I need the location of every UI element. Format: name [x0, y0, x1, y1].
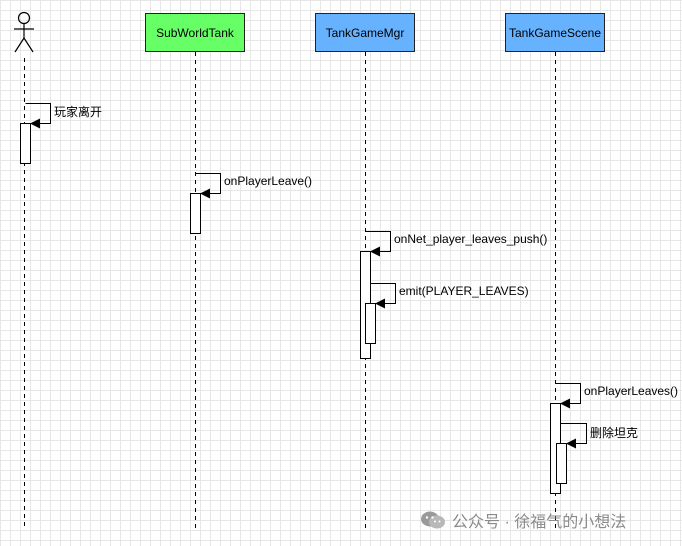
lifeline-box-tankgamemgr: TankGameMgr — [315, 13, 415, 52]
lifeline-box-subworldtank: SubWorldTank — [145, 13, 245, 52]
activation-actor — [20, 123, 31, 164]
message-label-3: onNet_player_leaves_push() — [394, 232, 548, 246]
message-arrow-1 — [25, 103, 51, 129]
message-label-6: 删除坦克 — [590, 426, 639, 440]
message-arrow-4 — [370, 283, 396, 309]
message-arrow-3 — [365, 231, 391, 257]
activation-subworldtank — [190, 193, 201, 234]
message-arrow-2 — [195, 173, 221, 199]
activation-tankgamescene-nested — [556, 443, 567, 484]
message-label-1: 玩家离开 — [54, 105, 103, 119]
message-arrow-6 — [560, 423, 587, 449]
message-label-4: emit(PLAYER_LEAVES) — [399, 284, 529, 298]
watermark-text: 公众号 · 徐福气的小想法 — [452, 514, 627, 531]
message-arrow-5 — [555, 383, 581, 409]
wechat-icon — [421, 511, 445, 529]
lifeline-box-tankgamescene: TankGameScene — [505, 13, 605, 52]
activation-tankgamemgr-nested — [365, 303, 376, 344]
stick-figure-actor-icon — [14, 11, 34, 53]
message-label-5: onPlayerLeaves() — [584, 384, 679, 398]
message-label-2: onPlayerLeave() — [224, 174, 313, 188]
watermark: 公众号 · 徐福气的小想法 — [420, 508, 626, 532]
